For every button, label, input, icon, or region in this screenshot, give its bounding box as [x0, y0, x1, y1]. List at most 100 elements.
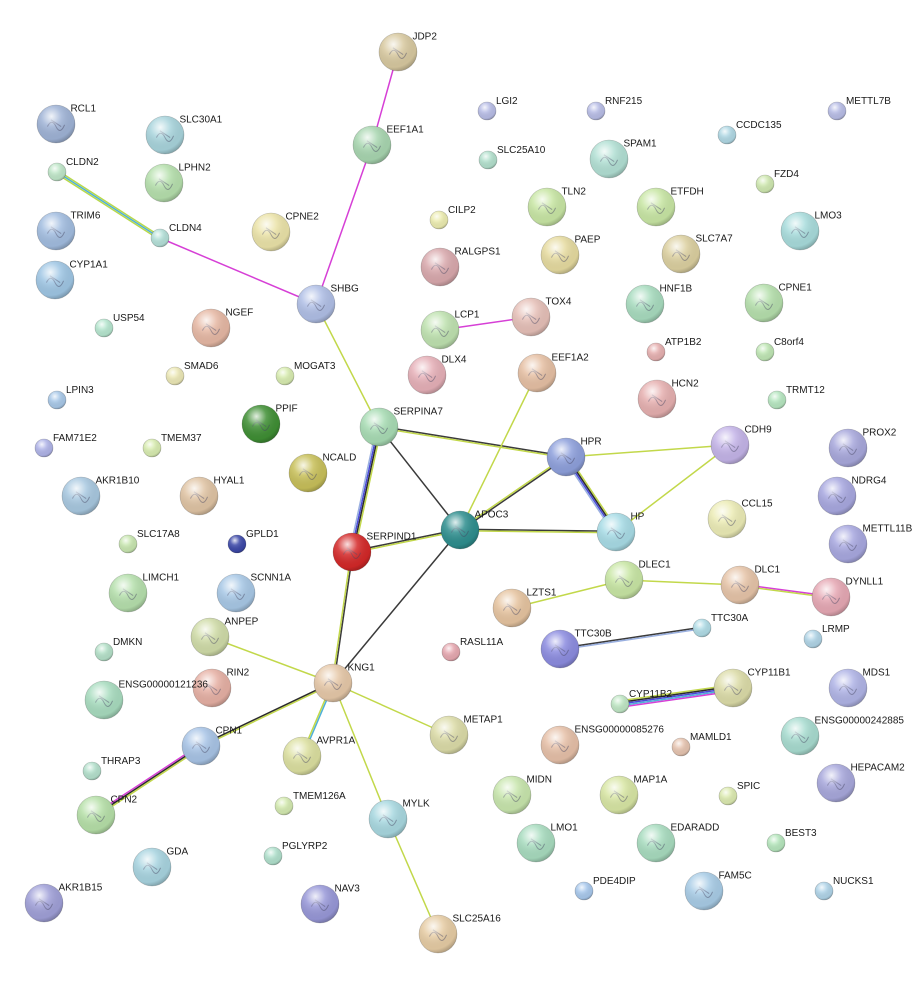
node-gpld1[interactable]: GPLD1 [227, 529, 279, 554]
node-hyal1[interactable]: HYAL1 [179, 476, 245, 516]
node-akr1b15[interactable]: AKR1B15 [24, 883, 103, 923]
node-eef1a1[interactable]: EEF1A1 [352, 125, 424, 165]
node-serpind1[interactable]: SERPIND1 [332, 532, 417, 572]
node-avpr1a[interactable]: AVPR1A [282, 736, 356, 776]
node-slc25a10[interactable]: SLC25A10 [478, 145, 546, 170]
node-dlx4[interactable]: DLX4 [407, 355, 467, 395]
node-lpin3[interactable]: LPIN3 [47, 385, 94, 410]
node-mogat3[interactable]: MOGAT3 [275, 361, 336, 386]
node-ttc30a[interactable]: TTC30A [692, 613, 749, 638]
node-dynll1[interactable]: DYNLL1 [811, 577, 884, 617]
node-lgi2[interactable]: LGI2 [477, 96, 518, 121]
node-fam71e2[interactable]: FAM71E2 [34, 433, 97, 458]
node-eef1a2[interactable]: EEF1A2 [517, 353, 589, 393]
node-map1a[interactable]: MAP1A [599, 775, 668, 815]
node-ppif[interactable]: PPIF [241, 404, 298, 444]
node-slc30a1[interactable]: SLC30A1 [145, 115, 223, 155]
node-midn[interactable]: MIDN [492, 775, 552, 815]
node-trim6[interactable]: TRIM6 [36, 211, 101, 251]
node-nav3[interactable]: NAV3 [300, 884, 360, 924]
node-hcn2[interactable]: HCN2 [637, 379, 699, 419]
node-mamld1[interactable]: MAMLD1 [671, 732, 732, 757]
node-slc17a8[interactable]: SLC17A8 [118, 529, 180, 554]
node-fzd4[interactable]: FZD4 [755, 169, 799, 194]
node-ensg00000085276[interactable]: ENSG00000085276 [540, 725, 664, 765]
node-pglyrp2[interactable]: PGLYRP2 [263, 841, 328, 866]
node-ngef[interactable]: NGEF [191, 308, 253, 348]
node-tmem37[interactable]: TMEM37 [142, 433, 202, 458]
node-best3[interactable]: BEST3 [766, 828, 817, 853]
node-apoc3[interactable]: APOC3 [440, 510, 509, 550]
node-prox2[interactable]: PROX2 [828, 428, 897, 468]
node-cdh9[interactable]: CDH9 [710, 425, 772, 465]
node-cldn2[interactable]: CLDN2 [47, 157, 99, 182]
node-ccl15[interactable]: CCL15 [707, 499, 773, 539]
node-etfdh[interactable]: ETFDH [636, 187, 704, 227]
node-cyp11b2[interactable]: CYP11B2 [610, 689, 673, 714]
node-smad6[interactable]: SMAD6 [165, 361, 219, 386]
node-mylk[interactable]: MYLK [368, 799, 430, 839]
node-cpne2[interactable]: CPNE2 [251, 212, 319, 252]
node-mds1[interactable]: MDS1 [828, 668, 891, 708]
node-serpina7[interactable]: SERPINA7 [359, 407, 443, 447]
node-rasl11a[interactable]: RASL11A [441, 637, 503, 662]
node-lcp1[interactable]: LCP1 [420, 310, 480, 350]
node-ndrg4[interactable]: NDRG4 [817, 476, 887, 516]
node-dmkn[interactable]: DMKN [94, 637, 142, 662]
node-ttc30b[interactable]: TTC30B [540, 629, 612, 669]
node-nucks1[interactable]: NUCKS1 [814, 876, 874, 901]
node-hepacam2[interactable]: HEPACAM2 [816, 763, 905, 803]
node-hnf1b[interactable]: HNF1B [625, 284, 693, 324]
node-ralgps1[interactable]: RALGPS1 [420, 247, 501, 287]
node-cyp11b1[interactable]: CYP11B1 [713, 668, 791, 708]
node-spam1[interactable]: SPAM1 [589, 139, 657, 179]
node-trmt12[interactable]: TRMT12 [767, 385, 825, 410]
node-c8orf4[interactable]: C8orf4 [755, 337, 804, 362]
node-hpr[interactable]: HPR [546, 437, 602, 477]
node-lmo1[interactable]: LMO1 [516, 823, 578, 863]
node-lzts1[interactable]: LZTS1 [492, 588, 557, 628]
node-slc25a16[interactable]: SLC25A16 [418, 914, 501, 954]
node-cyp1a1[interactable]: CYP1A1 [35, 260, 108, 300]
node-cpn1[interactable]: CPN1 [181, 726, 243, 766]
node-lphn2[interactable]: LPHN2 [144, 163, 211, 203]
node-paep[interactable]: PAEP [540, 235, 601, 275]
node-tox4[interactable]: TOX4 [511, 297, 572, 337]
node-thrap3[interactable]: THRAP3 [82, 756, 141, 781]
node-ensg00000242885[interactable]: ENSG00000242885 [780, 716, 904, 756]
node-jdp2[interactable]: JDP2 [378, 32, 437, 72]
node-scnn1a[interactable]: SCNN1A [216, 573, 291, 613]
node-lrmp[interactable]: LRMP [803, 624, 850, 649]
node-slc7a7[interactable]: SLC7A7 [661, 234, 733, 274]
node-ccdc135[interactable]: CCDC135 [717, 120, 782, 145]
node-pde4dip[interactable]: PDE4DIP [574, 876, 636, 901]
node-cilp2[interactable]: CILP2 [429, 205, 476, 230]
node-gda[interactable]: GDA [132, 847, 188, 887]
node-rcl1[interactable]: RCL1 [36, 104, 96, 144]
node-spic[interactable]: SPIC [718, 781, 760, 806]
node-dlec1[interactable]: DLEC1 [604, 560, 671, 600]
node-cpn2[interactable]: CPN2 [76, 795, 138, 835]
node-fam5c[interactable]: FAM5C [684, 871, 752, 911]
node-ncald[interactable]: NCALD [288, 453, 356, 493]
node-mettl11b[interactable]: METTL11B [828, 524, 913, 564]
node-usp54[interactable]: USP54 [94, 313, 145, 338]
node-ensg00000121236[interactable]: ENSG00000121236 [84, 680, 208, 720]
node-edaradd[interactable]: EDARADD [636, 823, 719, 863]
node-hp[interactable]: HP [596, 512, 645, 552]
node-tmem126a[interactable]: TMEM126A [274, 791, 346, 816]
node-akr1b10[interactable]: AKR1B10 [61, 476, 140, 516]
node-kng1[interactable]: KNG1 [313, 663, 375, 703]
node-cldn4[interactable]: CLDN4 [150, 223, 202, 248]
node-tln2[interactable]: TLN2 [527, 187, 586, 227]
node-anpep[interactable]: ANPEP [190, 617, 259, 657]
node-shbg[interactable]: SHBG [296, 284, 359, 324]
node-rin2[interactable]: RIN2 [192, 668, 250, 708]
node-rnf215[interactable]: RNF215 [586, 96, 643, 121]
node-atp1b2[interactable]: ATP1B2 [646, 337, 702, 362]
node-lmo3[interactable]: LMO3 [780, 211, 842, 251]
node-mettl7b[interactable]: METTL7B [827, 96, 891, 121]
node-metap1[interactable]: METAP1 [429, 715, 503, 755]
node-dlc1[interactable]: DLC1 [720, 565, 780, 605]
node-limch1[interactable]: LIMCH1 [108, 573, 180, 613]
